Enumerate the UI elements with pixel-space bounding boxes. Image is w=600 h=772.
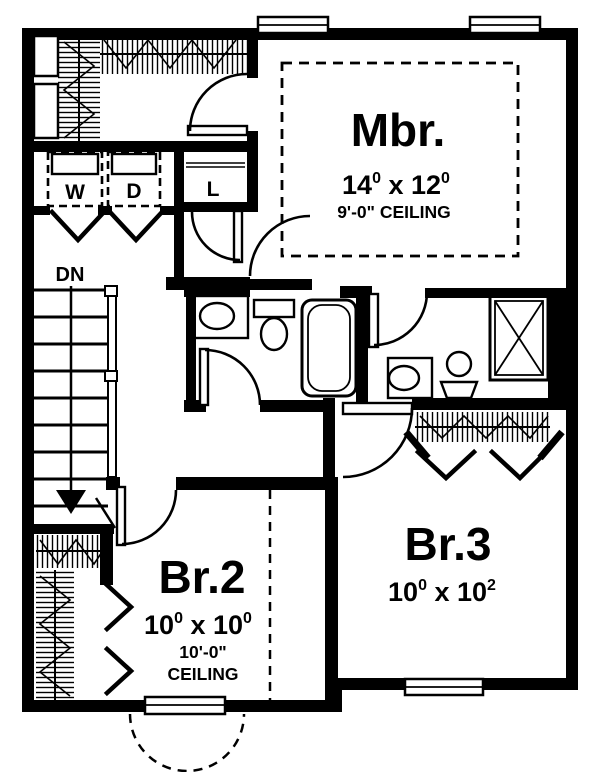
master-walkin-closet	[58, 34, 249, 142]
hall-bath-door	[198, 347, 262, 407]
stairs-label: DN	[56, 264, 85, 286]
closet-bifold-doors	[414, 448, 550, 482]
toilet	[252, 298, 296, 352]
room-dims-br2: 100 x 100	[144, 610, 252, 640]
window-master-1	[256, 15, 330, 35]
room-label-master: Mbr.	[351, 104, 446, 156]
room-label-br2: Br.2	[159, 551, 246, 603]
bay-roof-dashed-arc	[128, 713, 246, 772]
hall-bathroom	[188, 294, 358, 407]
master-bathroom	[367, 291, 550, 400]
br2-closet	[36, 535, 135, 700]
bathtub	[300, 298, 358, 398]
washer-box: W	[46, 150, 104, 208]
ceiling-note-master: 9'-0" CEILING	[337, 202, 451, 222]
down-arrow-icon	[56, 490, 86, 514]
dryer-label: D	[126, 180, 141, 203]
bedroom-3: Br.3 100 x 102	[341, 401, 496, 607]
linen-label: L	[207, 178, 220, 201]
linen-door	[190, 209, 244, 264]
closet-door	[186, 72, 249, 137]
toilet	[439, 350, 479, 400]
shower	[488, 294, 550, 382]
window-br2	[143, 695, 227, 716]
laundry-bifold-doors	[48, 208, 166, 244]
bedroom-2: Br.2 100 x 100 10'-0" CEILING	[115, 485, 272, 700]
washer-label: W	[65, 181, 85, 204]
ceiling-note-br2-line1: 10'-0"	[179, 642, 226, 662]
ceiling-note-br2-line2: CEILING	[168, 664, 239, 684]
br3-door	[341, 401, 414, 479]
linen-closet: L	[186, 162, 245, 264]
vanity-sink	[188, 294, 250, 340]
master-closet	[403, 412, 565, 482]
master-bedroom-door	[248, 214, 311, 277]
windows	[128, 15, 542, 772]
room-label-br3: Br.3	[405, 518, 492, 570]
master-bath-door	[367, 291, 429, 349]
vanity-sink	[386, 356, 434, 400]
stairs: DN	[34, 264, 118, 529]
br2-door	[115, 485, 178, 547]
room-dims-br3: 100 x 102	[388, 577, 496, 607]
window-master-2	[468, 15, 542, 35]
window-br3	[403, 677, 485, 697]
wall-niches	[32, 34, 60, 140]
interior-walls	[22, 38, 568, 704]
dryer-box: D	[106, 150, 162, 208]
closet-bifold-doors	[103, 581, 135, 697]
stair-railing	[104, 285, 118, 478]
ceiling-break-dashed	[280, 61, 520, 258]
master-bedroom: Mbr. 140 x 120 9'-0" CEILING	[248, 61, 520, 277]
laundry-area: W D	[46, 150, 166, 244]
room-dims-master: 140 x 120	[342, 170, 450, 200]
